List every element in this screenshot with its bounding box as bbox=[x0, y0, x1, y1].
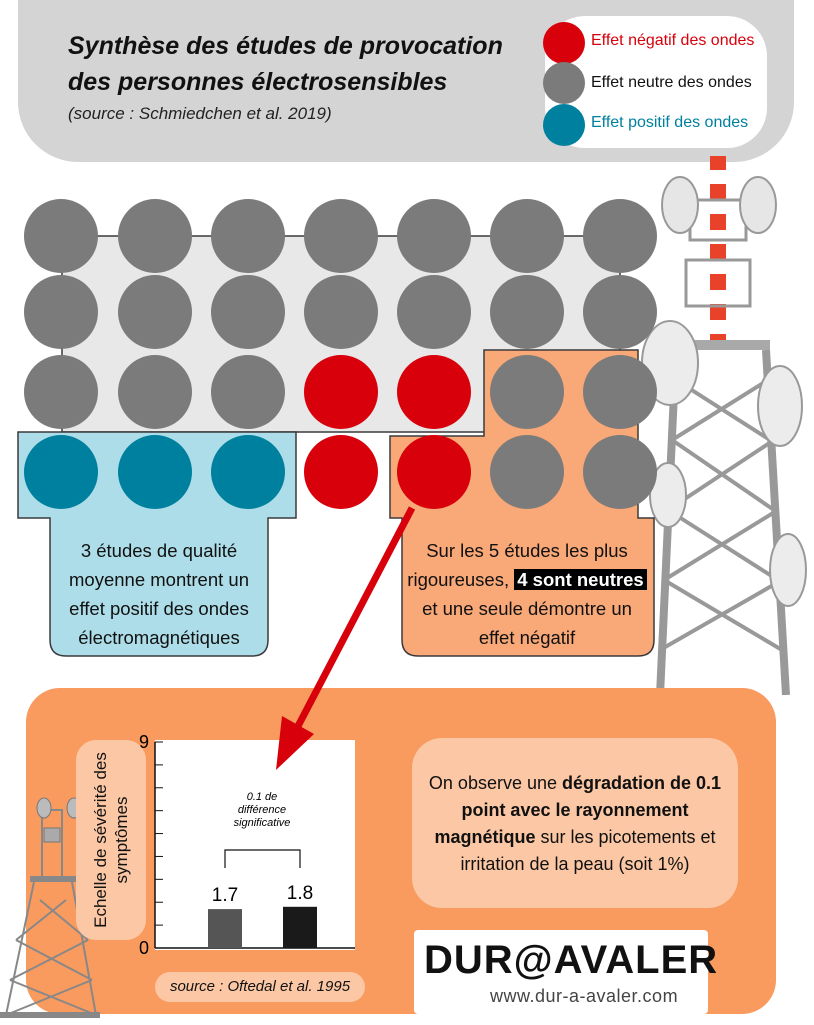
study-circle-neutral bbox=[583, 355, 657, 429]
study-circle-positive bbox=[211, 435, 285, 509]
annotation-line-3: significative bbox=[234, 817, 291, 829]
study-circle-neutral bbox=[211, 275, 285, 349]
legend-negative-label: Effet négatif des ondes bbox=[591, 32, 755, 49]
bar bbox=[208, 909, 242, 948]
legend-negative-swatch bbox=[543, 22, 585, 64]
study-circle-neutral bbox=[24, 199, 98, 273]
bar-value-label: 1.7 bbox=[212, 885, 238, 906]
bars: 1.7 1.8 bbox=[208, 883, 317, 948]
logo-box[interactable] bbox=[414, 930, 708, 1014]
study-circle-neutral bbox=[118, 275, 192, 349]
bar-chart: 9 0 1.7 1.8 0.1 de différence significati… bbox=[139, 732, 355, 958]
study-circle-neutral bbox=[24, 275, 98, 349]
bar bbox=[283, 906, 317, 948]
study-circle-neutral bbox=[24, 355, 98, 429]
annotation-line-2: différence bbox=[238, 804, 286, 816]
study-circle-neutral bbox=[583, 199, 657, 273]
study-circle-neutral bbox=[118, 199, 192, 273]
rigorous-text-after: et une seule démontre un effet négatif bbox=[422, 598, 632, 648]
study-circle-negative bbox=[304, 355, 378, 429]
logo-url[interactable]: www.dur-a-avaler.com bbox=[490, 986, 679, 1006]
study-circle-neutral bbox=[490, 199, 564, 273]
study-circle-neutral bbox=[304, 275, 378, 349]
finding-bold: dégradation de 0.1 point avec le rayonne… bbox=[434, 773, 722, 847]
study-circle-neutral bbox=[397, 275, 471, 349]
y-tick-label-max: 9 bbox=[139, 732, 149, 752]
study-circle-neutral bbox=[583, 275, 657, 349]
study-circle-neutral bbox=[490, 435, 564, 509]
legend-positive-swatch bbox=[543, 104, 585, 146]
significance-bracket bbox=[224, 849, 301, 868]
study-circle-positive bbox=[24, 435, 98, 509]
annotation-line-1: 0.1 de bbox=[247, 791, 278, 803]
study-circle-negative bbox=[397, 435, 471, 509]
study-circle-neutral bbox=[490, 355, 564, 429]
y-tick-label-min: 0 bbox=[139, 938, 149, 958]
study-circle-neutral bbox=[397, 199, 471, 273]
study-circle-neutral bbox=[304, 199, 378, 273]
study-circle-neutral bbox=[211, 199, 285, 273]
study-circle-neutral bbox=[490, 275, 564, 349]
rigorous-text-before: Sur les 5 études les plus rigoureuses, bbox=[407, 540, 628, 590]
legend-neutral-swatch bbox=[543, 62, 585, 104]
finding-before: On observe une bbox=[428, 773, 558, 793]
chart-plot-area bbox=[155, 740, 355, 950]
rigorous-callout-text: Sur les 5 études les plus rigoureuses, 4… bbox=[404, 536, 650, 652]
finding-text: On observe une dégradation de 0.1 point … bbox=[426, 770, 724, 878]
legend-positive-label: Effet positif des ondes bbox=[591, 114, 749, 131]
finding-after: sur les picotements et irritation de la … bbox=[460, 827, 716, 874]
antenna-tower-illustration bbox=[641, 156, 807, 695]
page-title: Synthèse des études de provocation des p… bbox=[68, 32, 503, 96]
study-circle-neutral bbox=[211, 355, 285, 429]
bar-value-label: 1.8 bbox=[287, 883, 313, 904]
page-subtitle: (source : Schmiedchen et al. 2019) bbox=[68, 104, 332, 123]
positive-callout-text: 3 études de qualité moyenne montrent un … bbox=[69, 540, 249, 648]
chart-source: source : Oftedal et al. 1995 bbox=[155, 972, 365, 1002]
logo[interactable]: DUR@AVALER bbox=[424, 938, 719, 982]
study-circle-positive bbox=[118, 435, 192, 509]
study-circle-negative bbox=[397, 355, 471, 429]
finding-box bbox=[412, 738, 738, 908]
y-ticks bbox=[155, 741, 163, 949]
legend-neutral-label: Effet neutre des ondes bbox=[591, 74, 752, 91]
study-circle-neutral bbox=[118, 355, 192, 429]
rigorous-highlight: 4 sont neutres bbox=[514, 569, 647, 590]
y-axis-label-box bbox=[76, 740, 146, 940]
study-circle-neutral bbox=[583, 435, 657, 509]
study-circle-negative bbox=[304, 435, 378, 509]
